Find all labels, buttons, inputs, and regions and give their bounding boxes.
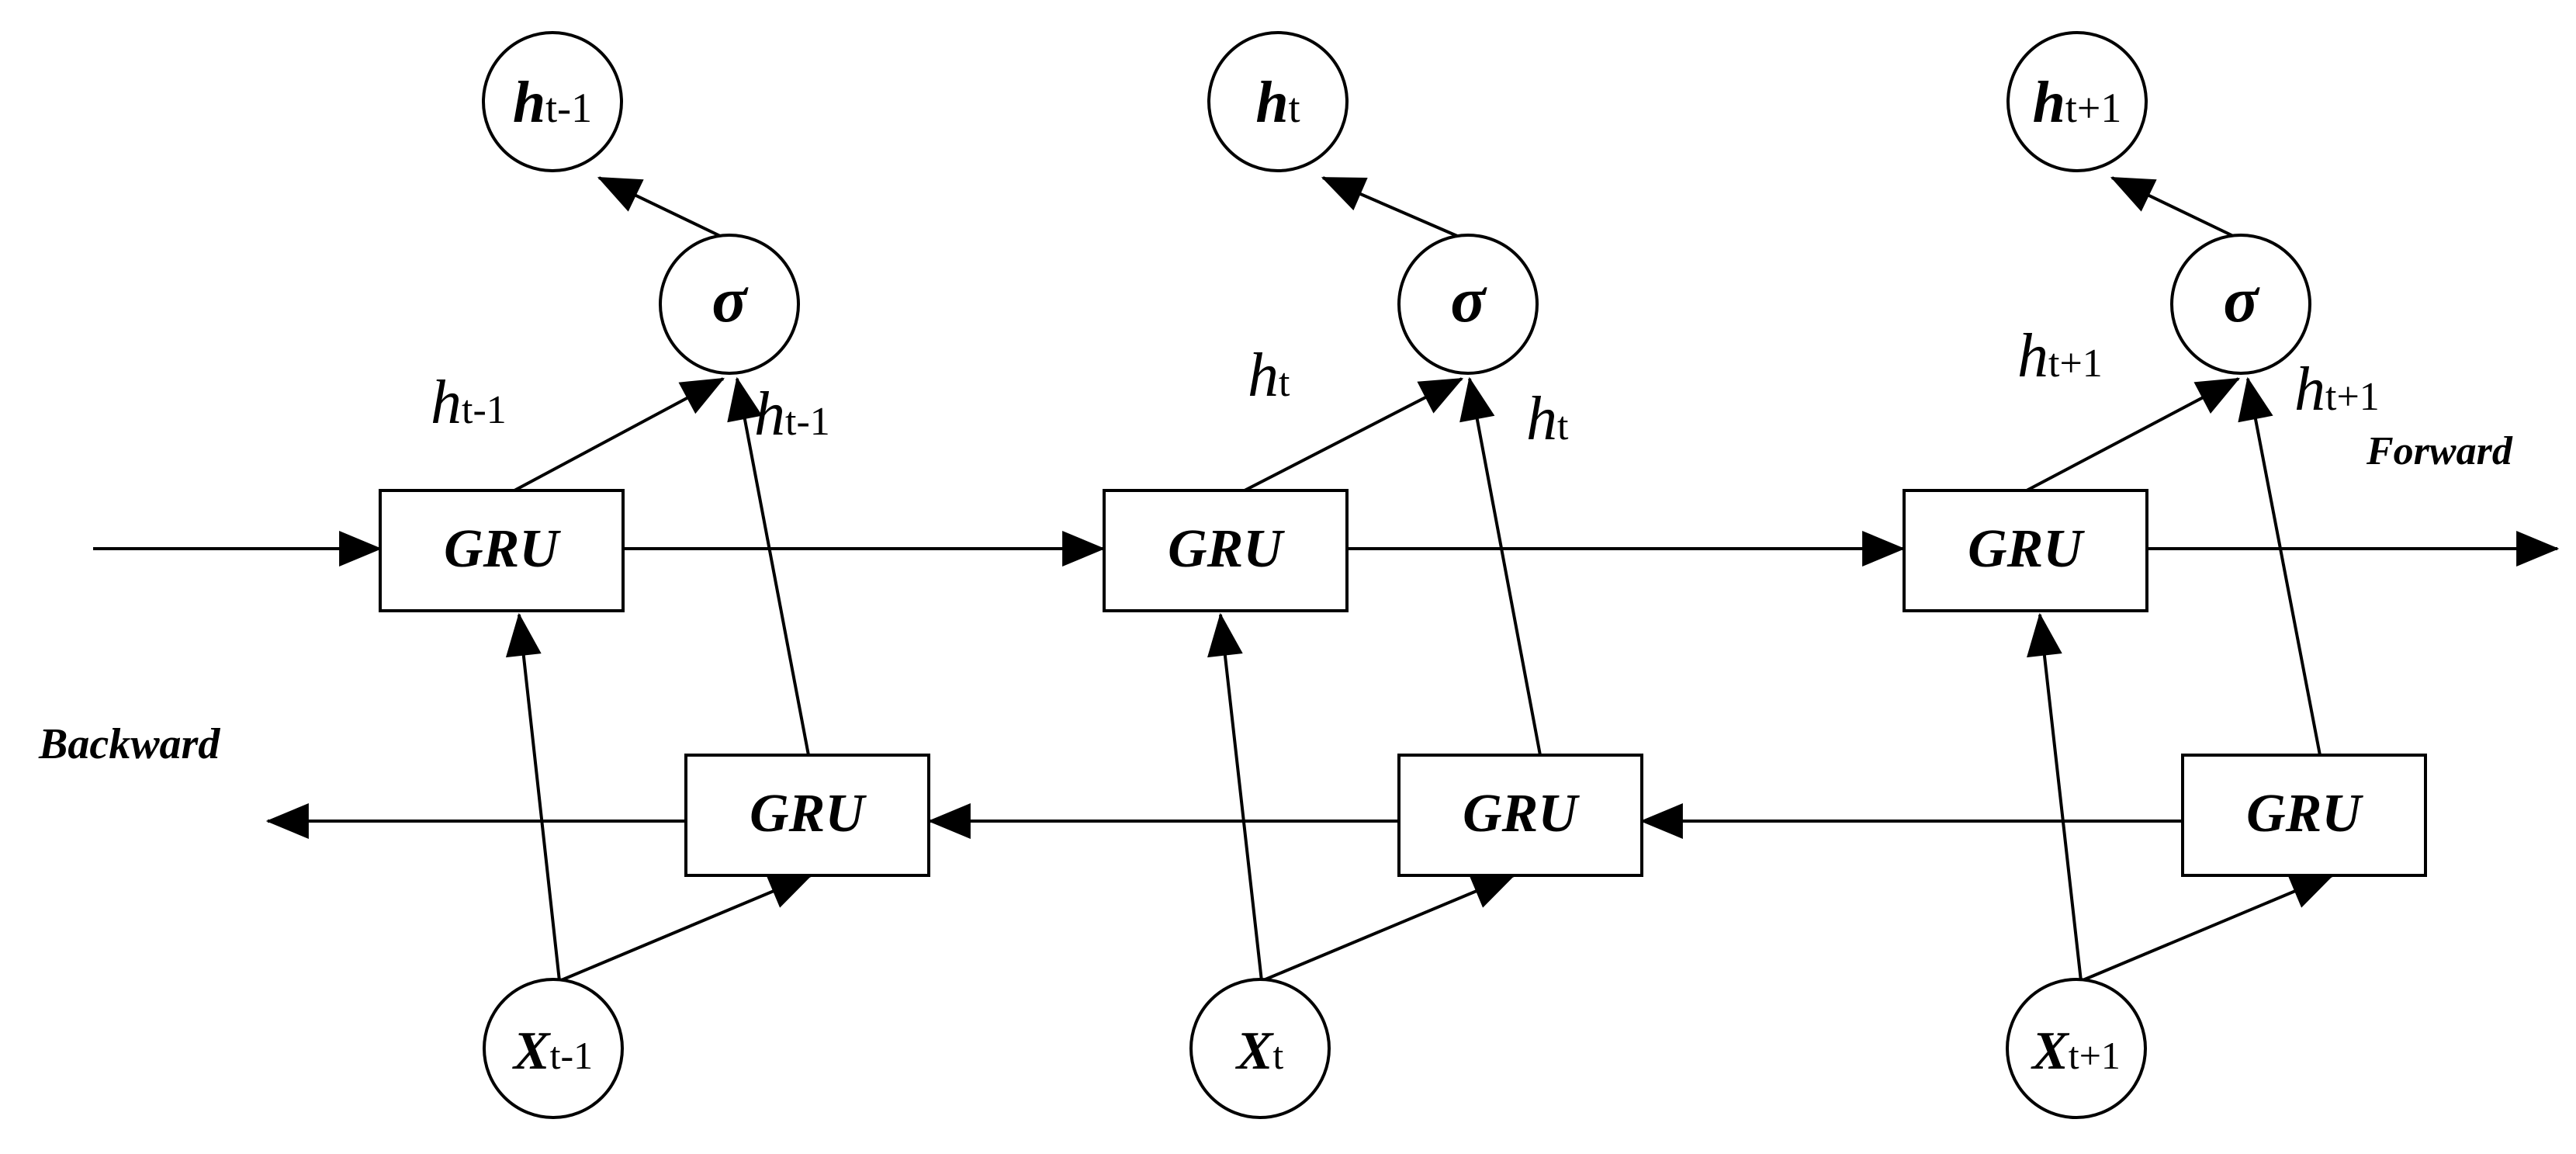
gru-label: GRU	[1968, 519, 2085, 579]
input-base: X	[2031, 1021, 2070, 1081]
output-base: h	[2033, 70, 2065, 135]
output-base: h	[513, 70, 545, 135]
input-to-forward-gru-edge	[505, 612, 561, 982]
output-sub: t-1	[545, 85, 592, 131]
input-node-t-1: Xt-1	[483, 978, 624, 1119]
input-sub: t+1	[2069, 1034, 2121, 1077]
state-sub: t-1	[462, 388, 507, 432]
backward-state-label-t: ht	[1526, 385, 1569, 453]
state-base: h	[2294, 355, 2325, 424]
forward-gru-to-sigma-edge	[514, 377, 725, 492]
input-sub: t-1	[550, 1034, 594, 1077]
input-node-t+1: Xt+1	[2006, 978, 2147, 1119]
forward-state-label-t-1: ht-1	[431, 369, 507, 437]
backward-direction-label: Backward	[38, 720, 220, 768]
input-base: X	[512, 1021, 552, 1081]
svg-text:Xt-1: Xt-1	[512, 1021, 593, 1081]
sigma-symbol: σ	[2223, 264, 2260, 336]
state-base: h	[1526, 385, 1557, 453]
output-node-t-1: ht-1	[482, 31, 623, 172]
state-sub: t	[1557, 404, 1569, 449]
backward-state-label-t-1: ht-1	[754, 380, 830, 449]
state-sub: t	[1279, 361, 1290, 405]
backward-gru-to-sigma-edge	[727, 376, 810, 756]
output-base: h	[1255, 70, 1288, 135]
svg-text:Xt: Xt	[1235, 1021, 1284, 1081]
gru-label: GRU	[1168, 519, 1285, 579]
input-to-backward-gru-edge	[2080, 874, 2335, 982]
backward-gru-t-1: GRU	[684, 754, 930, 877]
forward-gru-t+1: GRU	[1903, 489, 2148, 612]
output-sub: t	[1289, 85, 1300, 131]
gru-label: GRU	[2246, 784, 2363, 844]
forward-direction-label: Forward	[2366, 429, 2513, 473]
backward-gru-to-sigma-edge	[2238, 376, 2322, 756]
sigma-to-output-edge	[2110, 176, 2234, 237]
svg-text:ht-1: ht-1	[513, 70, 592, 135]
gru-label: GRU	[750, 784, 867, 844]
state-sub: t+1	[2048, 341, 2103, 386]
svg-text:Xt+1: Xt+1	[2031, 1021, 2121, 1081]
state-base: h	[2017, 322, 2048, 390]
sigma-symbol: σ	[1450, 264, 1487, 336]
svg-text:ht: ht	[1255, 70, 1300, 135]
output-node-t+1: ht+1	[2006, 31, 2148, 172]
gru-label: GRU	[444, 519, 561, 579]
input-node-t: Xt	[1189, 978, 1331, 1119]
backward-state-label-t+1: ht+1	[2294, 355, 2380, 424]
forward-state-label-t+1: ht+1	[2017, 322, 2103, 390]
sigma-node-t-1: σ	[659, 234, 800, 375]
output-sub: t+1	[2065, 85, 2121, 131]
sigma-node-t+1: σ	[2170, 234, 2311, 375]
svg-text:ht+1: ht+1	[2033, 70, 2122, 135]
backward-gru-t: GRU	[1397, 754, 1643, 877]
state-sub: t+1	[2325, 375, 2380, 419]
backward-gru-to-sigma-edge	[1459, 376, 1542, 756]
forward-state-label-t: ht	[1248, 341, 1290, 410]
input-to-forward-gru-edge	[1207, 612, 1263, 982]
state-sub: t-1	[785, 400, 830, 444]
gru-label: GRU	[1463, 784, 1580, 844]
input-to-forward-gru-edge	[2027, 612, 2083, 982]
backward-gru-t+1: GRU	[2181, 754, 2427, 877]
state-base: h	[431, 369, 462, 437]
forward-gru-to-sigma-edge	[2026, 377, 2241, 492]
output-node-t: ht	[1207, 31, 1349, 172]
state-base: h	[754, 380, 785, 449]
input-to-backward-gru-edge	[559, 874, 813, 982]
input-to-backward-gru-edge	[1261, 874, 1516, 982]
forward-gru-to-sigma-edge	[1244, 377, 1464, 492]
sigma-to-output-edge	[597, 176, 721, 237]
input-sub: t	[1272, 1034, 1283, 1077]
sigma-node-t: σ	[1397, 234, 1539, 375]
state-base: h	[1248, 341, 1279, 410]
input-base: X	[1235, 1021, 1275, 1081]
forward-gru-t: GRU	[1103, 489, 1349, 612]
sigma-symbol: σ	[712, 264, 749, 336]
forward-gru-t-1: GRU	[379, 489, 625, 612]
sigma-to-output-edge	[1321, 176, 1458, 237]
